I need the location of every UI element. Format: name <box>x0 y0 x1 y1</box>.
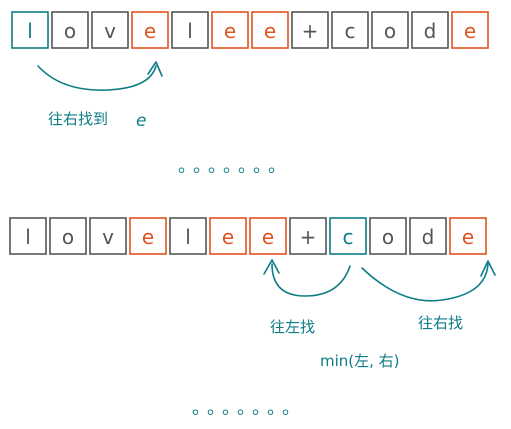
label-row2-right: 往右找 <box>418 314 463 332</box>
char-cell-label: c <box>345 19 356 43</box>
char-cell-label: e <box>142 225 154 249</box>
char-cell-label: + <box>302 19 319 43</box>
char-cell-box <box>169 217 207 255</box>
arrow-row1-right <box>37 65 157 91</box>
char-cell-box <box>369 217 407 255</box>
char-cell-box <box>89 217 127 255</box>
arrow-row2-right <box>361 263 489 302</box>
char-cell-box <box>91 11 129 49</box>
char-cell-box <box>291 11 329 49</box>
arrowhead-row2-right <box>480 260 496 277</box>
char-cell-box <box>411 11 449 49</box>
char-cell-box <box>131 11 169 49</box>
label-row2-min: min(左, 右) <box>320 352 400 370</box>
char-cell-label: v <box>104 19 116 43</box>
char-cell-label: e <box>262 225 274 249</box>
char-cell-label: l <box>185 225 191 249</box>
char-cell-box <box>209 217 247 255</box>
char-cell-label: o <box>382 225 394 249</box>
char-cell-box <box>51 11 89 49</box>
char-cell-label: o <box>384 19 396 43</box>
char-cell-box <box>451 11 489 49</box>
char-cell-label: v <box>102 225 114 249</box>
char-cell-box <box>329 217 367 255</box>
char-cell-label: d <box>422 225 435 249</box>
char-cell-label: e <box>464 19 476 43</box>
char-cell-label: + <box>300 225 317 249</box>
char-cell-label: l <box>187 19 193 43</box>
char-cell-label: e <box>224 19 236 43</box>
char-row-2: l o v e l e e + c o d e <box>9 217 487 255</box>
char-cell-box <box>249 217 287 255</box>
char-cell-box <box>289 217 327 255</box>
char-cell-label: o <box>62 225 74 249</box>
char-cell-box <box>9 217 47 255</box>
char-cell-box <box>409 217 447 255</box>
char-cell-label: c <box>343 225 354 249</box>
char-cell-box <box>171 11 209 49</box>
label-row1-letter: e <box>136 111 146 131</box>
char-cell-label: e <box>462 225 474 249</box>
char-cell-box <box>331 11 369 49</box>
char-cell-box <box>129 217 167 255</box>
char-cell-label: l <box>27 19 33 43</box>
ellipsis-row2: 。。。。。。。 <box>192 398 306 419</box>
char-cell-label: d <box>424 19 437 43</box>
char-row-1: l o v e l e e + c o d e <box>11 11 489 49</box>
char-cell-box <box>11 11 49 49</box>
char-cell-label: e <box>144 19 156 43</box>
char-cell-label: o <box>64 19 76 43</box>
label-row2-left: 往左找 <box>270 318 315 336</box>
char-cell-label: e <box>222 225 234 249</box>
ellipsis-row1: 。。。。。。。 <box>178 156 292 177</box>
char-cell-box <box>211 11 249 49</box>
label-row1-right: 往右找到 <box>48 110 108 128</box>
arrowhead-row2-left <box>263 259 280 275</box>
char-cell-box <box>251 11 289 49</box>
char-cell-box <box>449 217 487 255</box>
char-cell-box <box>371 11 409 49</box>
char-cell-label: l <box>25 225 31 249</box>
arrowhead-row1-right <box>147 61 163 77</box>
char-cell-box <box>49 217 87 255</box>
arrow-row2-left <box>271 263 351 297</box>
char-cell-label: e <box>264 19 276 43</box>
